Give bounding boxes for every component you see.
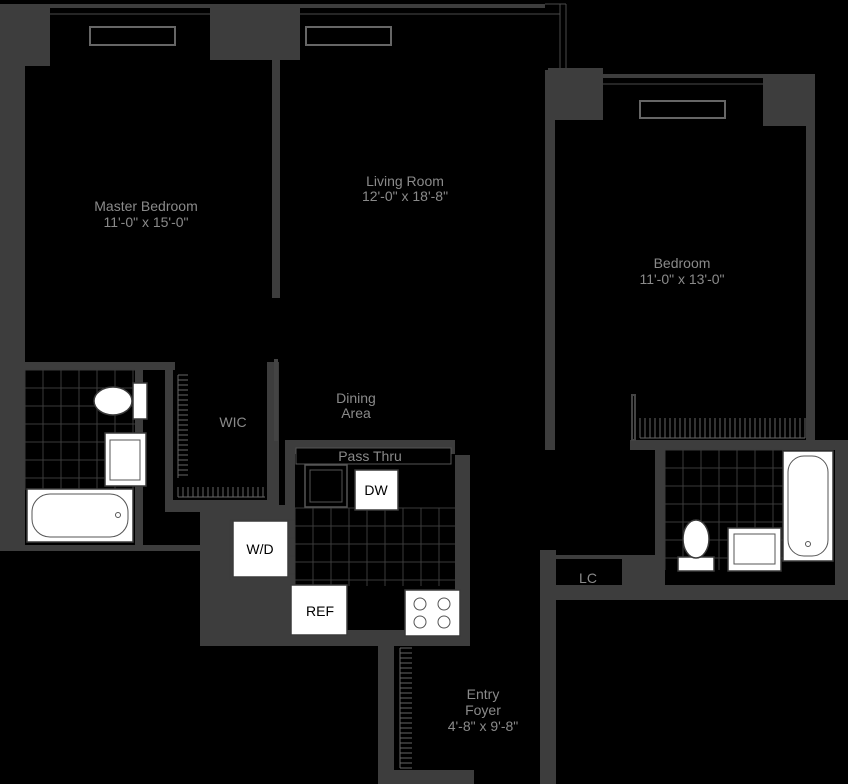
foyer-left-wall xyxy=(378,640,394,784)
dishwasher xyxy=(354,469,399,511)
refrigerator-label: REF xyxy=(306,603,334,619)
pass-thru-label: Pass Thru xyxy=(338,448,402,464)
burner-3 xyxy=(413,615,427,629)
master-bathtub-drain xyxy=(115,512,121,518)
bedroom-name: Bedroom xyxy=(654,255,711,271)
master-toilet-bowl xyxy=(93,386,133,416)
bottom-wall-left xyxy=(0,545,205,551)
bedroom-toilet-bowl xyxy=(682,519,710,559)
window-living-room xyxy=(305,26,392,46)
master-sink-basin xyxy=(109,439,141,481)
refrigerator xyxy=(290,584,348,636)
partitions xyxy=(274,359,636,441)
kitchen-bottom-wall xyxy=(200,630,470,646)
master-bedroom-name: Master Bedroom xyxy=(94,198,197,214)
bedroom-bottom-wall xyxy=(630,440,848,450)
master-bedroom-size: 11'-0" x 15'-0" xyxy=(103,214,188,230)
right-bath-left-wall xyxy=(655,440,665,570)
wic-left-wall xyxy=(165,362,173,512)
master-toilet-tank xyxy=(132,382,148,420)
top-exterior-wall-middle xyxy=(300,4,545,8)
dining-name-line1: Dining xyxy=(336,390,376,406)
living-room-size: 12'-0" x 18'-8" xyxy=(362,188,448,204)
partition-bedroom-closet xyxy=(631,394,636,441)
master-bathtub xyxy=(26,488,134,543)
washer-dryer-label: W/D xyxy=(246,541,273,557)
burner-4 xyxy=(437,615,451,629)
pass-thru-opening xyxy=(295,447,452,465)
bedroom-bathtub-drain xyxy=(805,541,811,547)
entry-name-line2: Foyer xyxy=(465,702,501,718)
entry-name-line1: Entry xyxy=(467,686,500,702)
partition-dining xyxy=(274,359,278,441)
foyer-right-wall xyxy=(540,550,556,784)
bedroom-right-wall xyxy=(806,74,815,444)
burner-1 xyxy=(413,597,427,611)
kitchen-pass-left-wall xyxy=(285,440,295,520)
lc-top-wall xyxy=(555,555,625,559)
bottom-wall-right xyxy=(555,585,848,600)
master-bathtub-basin xyxy=(31,493,129,538)
left-exterior-wall xyxy=(0,4,25,551)
linen-closet-label: LC xyxy=(579,570,597,586)
master-vanity xyxy=(104,432,147,487)
walls xyxy=(0,4,848,784)
dishwasher-label: DW xyxy=(364,482,388,498)
washer-dryer xyxy=(232,520,289,578)
pier-bedroom-top-left xyxy=(548,68,603,120)
bedroom-bathtub xyxy=(782,450,834,562)
entry-size: 4'-8" x 9'-8" xyxy=(448,718,519,734)
range xyxy=(404,589,461,637)
bedroom-sink-basin xyxy=(733,533,776,565)
closet-shelves xyxy=(177,374,806,769)
bedroom-toilet-tank xyxy=(677,556,715,572)
burner-2 xyxy=(437,597,451,611)
wall-living-bedroom xyxy=(545,70,555,450)
wic-label: WIC xyxy=(219,414,246,430)
right-bath-corner xyxy=(622,555,665,590)
windows xyxy=(50,3,763,119)
dining-name-line2: Area xyxy=(341,405,371,421)
master-bath-top-wall xyxy=(25,362,175,370)
right-bath-fixtures xyxy=(677,450,834,572)
corner-pier-top-left xyxy=(0,4,50,66)
room-labels: Master Bedroom 11'-0" x 15'-0" Living Ro… xyxy=(94,173,724,734)
bedroom-bathtub-basin xyxy=(787,455,829,557)
wall-master-living xyxy=(272,58,280,298)
top-exterior-wall-left xyxy=(50,4,210,8)
window-bedroom xyxy=(639,100,726,119)
bedroom-top-wall xyxy=(603,74,763,78)
pier-top-middle xyxy=(210,4,300,60)
right-bath-exterior-wall xyxy=(835,440,848,600)
master-bath-fixtures xyxy=(26,382,148,543)
kitchen-fixtures: DW W/D REF Pass Thru xyxy=(232,447,461,637)
kitchen-sink-basin xyxy=(309,469,343,503)
window-master-bedroom xyxy=(89,26,176,46)
foyer-bottom-wall xyxy=(394,770,474,784)
living-room-name: Living Room xyxy=(366,173,444,189)
bedroom-size: 11'-0" x 13'-0" xyxy=(639,271,724,287)
kitchen-sink xyxy=(304,464,348,508)
